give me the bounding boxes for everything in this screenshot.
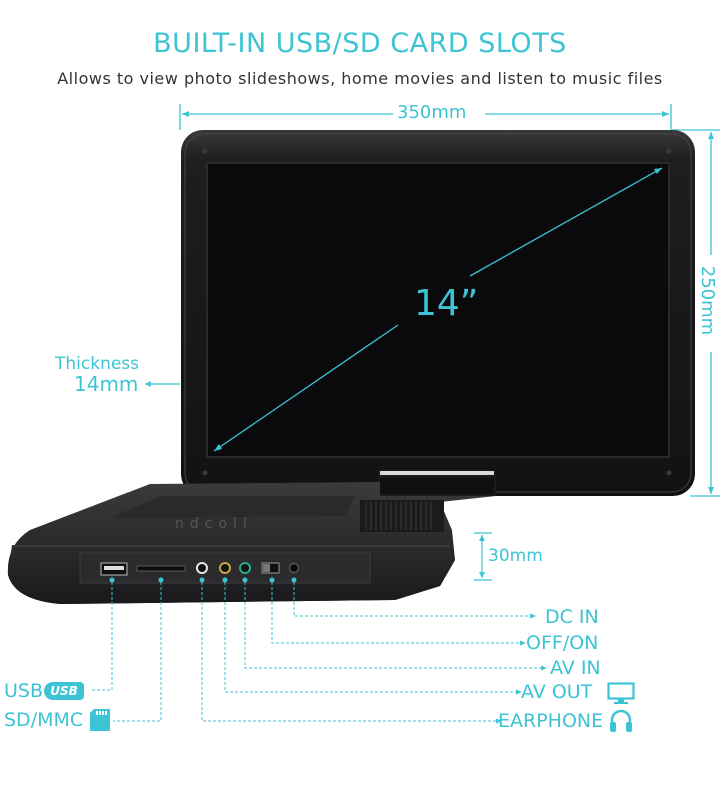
av-out-jack xyxy=(219,562,231,574)
screen-display xyxy=(206,162,670,458)
headphones-icon xyxy=(610,709,632,732)
svg-text:ndcoll: ndcoll xyxy=(175,516,253,532)
sd-card-icon xyxy=(90,709,110,731)
port-label-dc-in: DC IN xyxy=(545,606,599,628)
diagonal-arrow xyxy=(213,167,663,452)
port-label-av-out: AV OUT xyxy=(521,681,593,703)
base-height-label: 30mm xyxy=(488,546,543,566)
port-label-usb: USB xyxy=(4,680,44,702)
base-height-dimension xyxy=(474,532,492,581)
monitor-icon xyxy=(607,682,635,704)
speaker-grille xyxy=(360,500,444,532)
thickness-value: 14mm xyxy=(74,372,139,396)
usb-badge-icon: USB xyxy=(44,682,84,700)
sd-slot xyxy=(136,565,186,572)
dc-in-jack xyxy=(288,562,300,574)
port-label-av-in: AV IN xyxy=(550,657,601,679)
height-dimension xyxy=(672,129,720,497)
port-label-sd-mmc: SD/MMC xyxy=(4,709,84,731)
earphone-jack xyxy=(196,562,208,574)
power-switch xyxy=(261,562,280,574)
page-subtitle: Allows to view photo slideshows, home mo… xyxy=(57,69,663,88)
width-dimension xyxy=(179,104,672,130)
width-label: 350mm xyxy=(394,102,470,123)
leader-lines xyxy=(90,582,543,722)
av-in-jack xyxy=(239,562,251,574)
screen-size-label: 14” xyxy=(414,283,479,324)
port-label-off-on: OFF/ON xyxy=(526,632,599,654)
thickness-arrow xyxy=(145,381,180,387)
port-label-earphone: EARPHONE xyxy=(498,710,604,732)
page-title: BUILT-IN USB/SD CARD SLOTS xyxy=(153,28,567,59)
thickness-label: Thickness xyxy=(55,354,140,374)
height-label: 250mm xyxy=(697,262,719,339)
